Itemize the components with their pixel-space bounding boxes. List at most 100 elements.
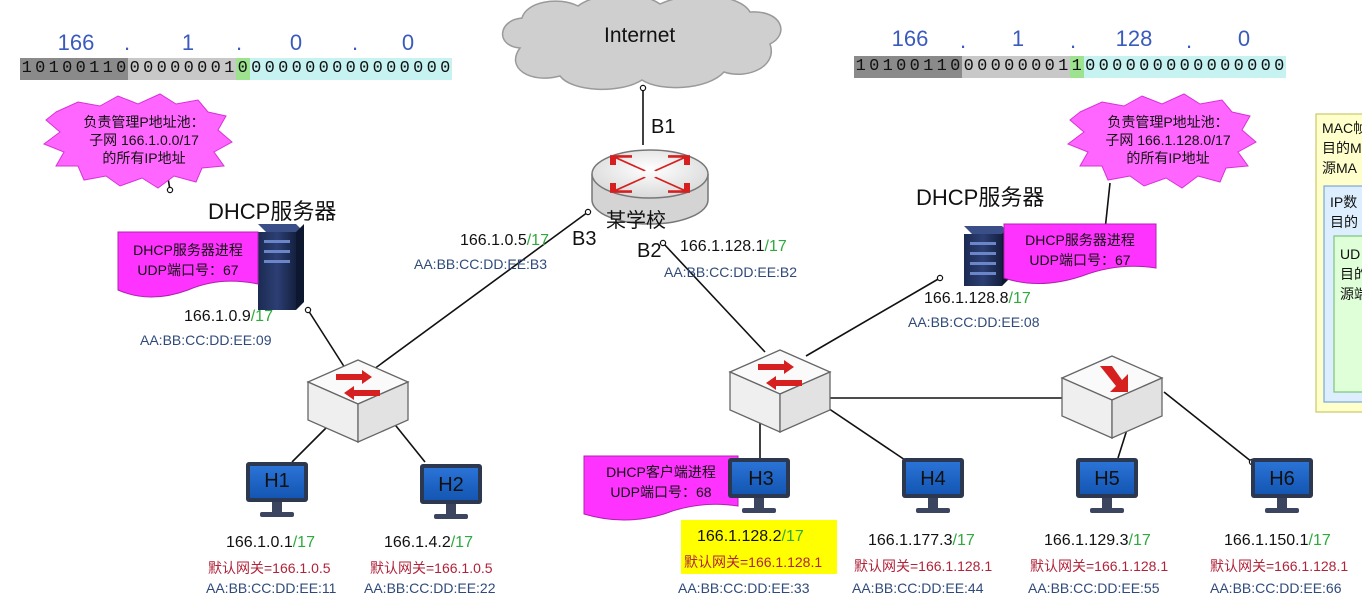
port-b3-label: B3 xyxy=(572,228,597,250)
bit: 1 xyxy=(224,59,235,78)
left-burst-shape xyxy=(42,93,233,189)
bit: 0 xyxy=(1206,57,1217,76)
bit: 1 xyxy=(48,59,59,78)
bit: 0 xyxy=(129,59,140,78)
bit: 0 xyxy=(1166,57,1177,76)
right-process-text: DHCP服务器进程 UDP端口号：67 xyxy=(1025,232,1135,268)
bit: 0 xyxy=(251,59,262,78)
monitor-icon xyxy=(1251,458,1313,513)
right-octet-2: 1 xyxy=(1011,26,1025,51)
right-dot-2: . xyxy=(1070,28,1077,53)
right-switch xyxy=(728,349,832,433)
bit: 0 xyxy=(990,57,1001,76)
right-dot-1: . xyxy=(960,28,967,53)
bit: 0 xyxy=(399,59,410,78)
left-dhcp-title: DHCP服务器 xyxy=(208,199,337,224)
bit: 0 xyxy=(440,59,451,78)
bit: 0 xyxy=(963,57,974,76)
bit: 0 xyxy=(1085,57,1096,76)
bit: 0 xyxy=(116,59,127,78)
right-bits-key: 1 xyxy=(1070,56,1084,78)
bit: 0 xyxy=(1274,57,1285,76)
left-bits-key: 0 xyxy=(236,58,250,80)
bit: 0 xyxy=(359,59,370,78)
h5-mac: AA:BB:CC:DD:EE:55 xyxy=(1028,580,1160,596)
h3-ip: 166.1.128.2/17 xyxy=(697,528,804,545)
bit: 0 xyxy=(413,59,424,78)
bit: 0 xyxy=(291,59,302,78)
bit: 0 xyxy=(1031,57,1042,76)
right-server-mac: AA:BB:CC:DD:EE:08 xyxy=(908,314,1040,330)
bit: 1 xyxy=(855,57,866,76)
b2-ip: 166.1.128.1/17 xyxy=(680,238,787,255)
bit: 1 xyxy=(21,59,32,78)
client-process-text: DHCP客户端进程 UDP端口号：68 xyxy=(606,464,716,500)
host-monitors xyxy=(246,458,1313,519)
left-server-ip: 166.1.0.9/17 xyxy=(184,308,273,325)
bit: 0 xyxy=(372,59,383,78)
right-server-ip: 166.1.128.8/17 xyxy=(924,290,1031,307)
bit: 0 xyxy=(278,59,289,78)
b3-ip: 166.1.0.5/17 xyxy=(460,232,549,249)
bit: 1 xyxy=(1058,57,1069,76)
bit: 1 xyxy=(1071,57,1082,76)
link-router-left-switch xyxy=(369,211,589,373)
left-octet-4: 0 xyxy=(401,30,415,55)
link-router-right-switch xyxy=(662,242,766,353)
right-dot-3: . xyxy=(1186,28,1193,53)
side-panel-udp: UD 目的 源端 xyxy=(1340,246,1362,302)
left-dot-1: . xyxy=(124,30,131,55)
right-burst-shape xyxy=(1066,93,1257,189)
bit: 1 xyxy=(102,59,113,78)
monitor-icon xyxy=(420,464,482,519)
h3-gateway: 默认网关=166.1.128.1 xyxy=(684,554,823,570)
bit: 0 xyxy=(869,57,880,76)
bit: 0 xyxy=(1247,57,1258,76)
bit: 0 xyxy=(1125,57,1136,76)
monitor-icon xyxy=(728,458,790,513)
bit: 0 xyxy=(183,59,194,78)
monitor-icon xyxy=(1076,458,1138,513)
bit: 0 xyxy=(1017,57,1028,76)
h3-highlight xyxy=(681,520,837,574)
left-process-text: DHCP服务器进程 UDP端口号：67 xyxy=(133,242,243,278)
h2-ip: 166.1.4.2/17 xyxy=(384,534,473,551)
bit: 0 xyxy=(156,59,167,78)
bit: 0 xyxy=(143,59,154,78)
host-label-h2: H2 xyxy=(438,474,464,496)
right-octet-3: 128 xyxy=(1115,26,1153,51)
right-pool-note: 负责管理P地址池： 子网 166.1.128.0/17 的所有IP地址 xyxy=(1105,114,1231,166)
bit: 0 xyxy=(1193,57,1204,76)
bit: 0 xyxy=(1233,57,1244,76)
bit: 0 xyxy=(1152,57,1163,76)
monitor-icon xyxy=(246,462,308,517)
bit: 0 xyxy=(1260,57,1271,76)
left-dot-3: . xyxy=(352,30,359,55)
side-panel xyxy=(1315,113,1362,413)
left-octet-2: 1 xyxy=(181,30,195,55)
right-octet-4: 0 xyxy=(1237,26,1251,51)
hub-switch xyxy=(1060,355,1164,439)
bit: 0 xyxy=(386,59,397,78)
bit: 0 xyxy=(896,57,907,76)
host-label-h6: H6 xyxy=(1269,468,1295,490)
bit: 0 xyxy=(264,59,275,78)
b3-mac: AA:BB:CC:DD:EE:B3 xyxy=(414,256,548,272)
bit: 0 xyxy=(950,57,961,76)
h4-gateway: 默认网关=166.1.128.1 xyxy=(854,558,993,574)
left-dot-2: . xyxy=(236,30,243,55)
router xyxy=(591,149,709,225)
bit: 0 xyxy=(75,59,86,78)
left-pool-note: 负责管理P地址池： 子网 166.1.0.0/17 的所有IP地址 xyxy=(83,114,205,166)
bit: 0 xyxy=(170,59,181,78)
h4-mac: AA:BB:CC:DD:EE:44 xyxy=(852,580,984,596)
left-octet-3: 0 xyxy=(289,30,303,55)
bit: 0 xyxy=(1220,57,1231,76)
